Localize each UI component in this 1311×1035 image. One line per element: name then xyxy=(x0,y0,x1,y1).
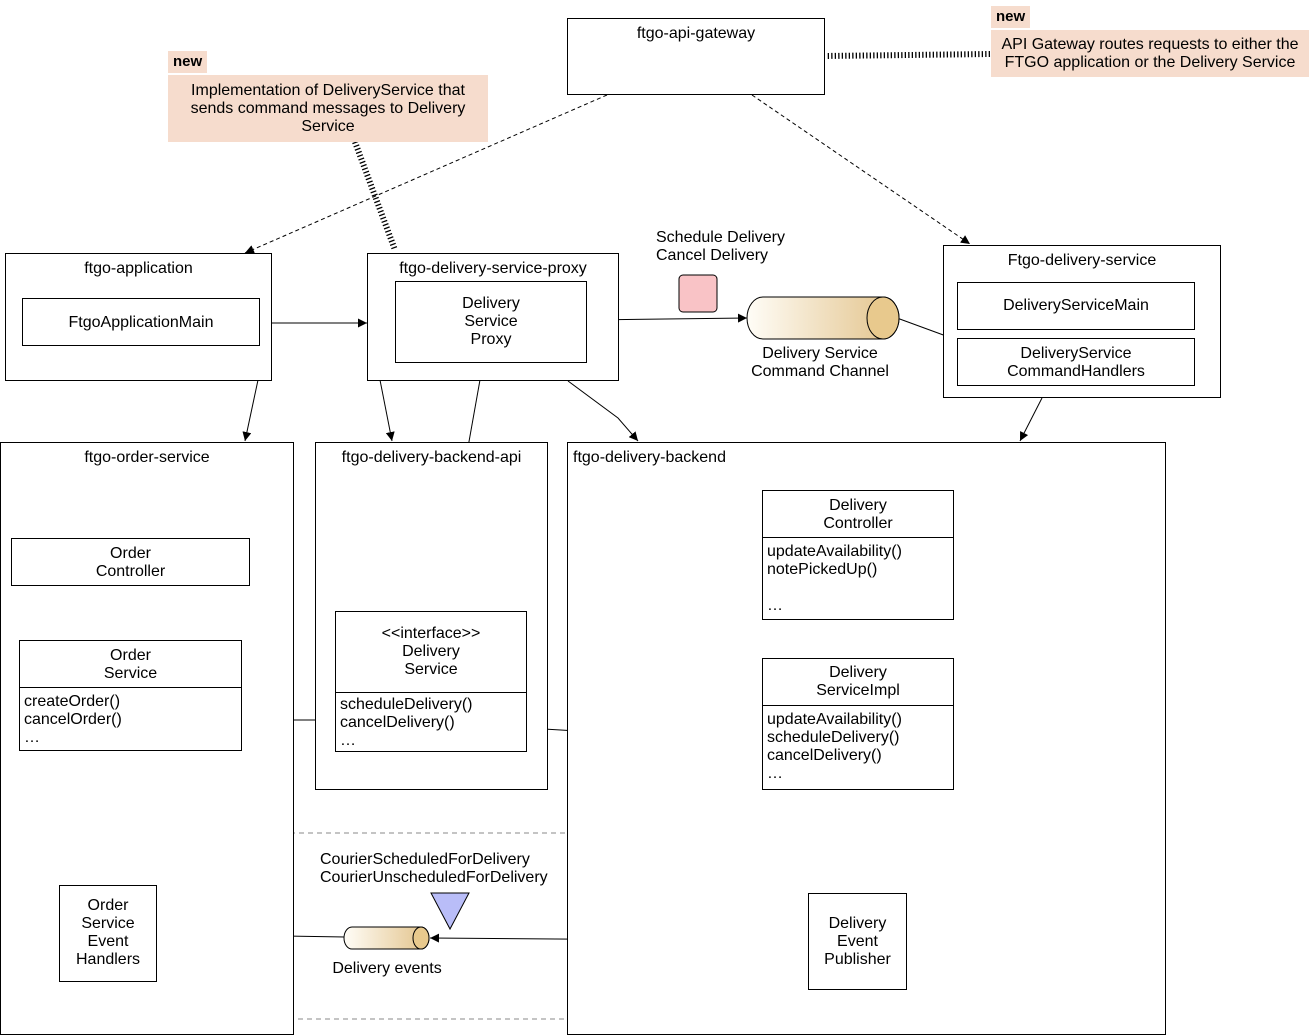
delivery-service-title: Ftgo-delivery-service xyxy=(1007,252,1157,269)
delivery-service-impl-class: Delivery ServiceImpl updateAvailability(… xyxy=(762,658,954,790)
command-channel-icon xyxy=(746,296,900,340)
proxy-note-text: Implementation of DeliveryService that s… xyxy=(190,82,466,135)
gateway-note-text: API Gateway routes requests to either th… xyxy=(1001,36,1299,71)
proxy-note: Implementation of DeliveryService that s… xyxy=(168,75,488,142)
order-service-class-name: Order Service xyxy=(103,647,158,682)
delivery-event-publisher-box: Delivery Event Publisher xyxy=(808,893,907,990)
delivery-service-interface-divider xyxy=(336,692,526,693)
order-event-handlers-box: Order Service Event Handlers xyxy=(59,885,157,982)
delivery-controller-class: Delivery Controller updateAvailability()… xyxy=(762,490,954,620)
command-channel-label: Delivery Service Command Channel xyxy=(751,345,889,380)
command-handlers-label: DeliveryService CommandHandlers xyxy=(1007,345,1145,380)
delivery-controller-methods: updateAvailability() notePickedUp() … xyxy=(767,543,902,614)
gateway-note: API Gateway routes requests to either th… xyxy=(991,30,1309,77)
command-handlers-box: DeliveryService CommandHandlers xyxy=(957,338,1195,386)
delivery-service-interface: <<interface>> Delivery Service scheduleD… xyxy=(335,611,527,752)
delivery-controller-divider xyxy=(763,537,953,538)
delivery-service-main-box: DeliveryServiceMain xyxy=(957,282,1195,330)
delivery-service-to-backend-arrow xyxy=(1019,397,1043,442)
delivery-service-interface-methods: scheduleDelivery() cancelDelivery() … xyxy=(340,696,473,749)
gateway-note-new-tag: new xyxy=(991,6,1031,28)
command-message-icon xyxy=(678,274,718,313)
order-service-class: Order Service createOrder() cancelOrder(… xyxy=(19,640,242,751)
order-service-class-divider xyxy=(20,687,241,688)
command-messages-label: Schedule Delivery Cancel Delivery xyxy=(656,229,785,264)
api-gateway-title: ftgo-api-gateway xyxy=(636,25,756,42)
ftgo-application-main-box: FtgoApplicationMain xyxy=(22,298,260,346)
order-controller-label: Order Controller xyxy=(95,545,166,580)
delivery-service-proxy-class: Delivery Service Proxy xyxy=(395,281,587,363)
proxy-to-backend-api-arrow xyxy=(379,379,395,442)
delivery-service-interface-name: <<interface>> Delivery Service xyxy=(381,625,481,678)
event-message-icon xyxy=(430,892,470,931)
delivery-controller-name: Delivery Controller xyxy=(823,497,893,532)
delivery-service-main-label: DeliveryServiceMain xyxy=(1003,297,1149,314)
app-to-order-service-arrow xyxy=(242,379,259,442)
event-channel-label: Delivery events xyxy=(332,960,442,977)
order-service-methods: createOrder() cancelOrder() … xyxy=(24,693,122,746)
backend-api-module-title: ftgo-delivery-backend-api xyxy=(341,449,522,466)
api-gateway-box: ftgo-api-gateway xyxy=(567,18,825,95)
delivery-event-publisher-label: Delivery Event Publisher xyxy=(824,915,891,968)
ftgo-application-title: ftgo-application xyxy=(84,260,193,277)
proxy-note-new-tag: new xyxy=(168,51,208,73)
event-channel-icon xyxy=(343,926,430,950)
gateway-note-connector xyxy=(825,51,991,59)
delivery-service-impl-methods: updateAvailability() scheduleDelivery() … xyxy=(767,711,902,782)
order-event-handlers-label: Order Service Event Handlers xyxy=(75,897,141,968)
gateway-to-delivery-service-arrow xyxy=(751,94,971,245)
delivery-backend-module-title: ftgo-delivery-backend xyxy=(573,449,726,466)
event-messages-label: CourierScheduledForDelivery CourierUnsch… xyxy=(320,851,548,886)
gateway-to-application-arrow xyxy=(244,94,608,254)
delivery-service-impl-name: Delivery ServiceImpl xyxy=(816,664,900,699)
delivery-service-proxy-title: ftgo-delivery-service-proxy xyxy=(399,260,587,277)
ftgo-application-main-label: FtgoApplicationMain xyxy=(68,314,214,331)
order-service-module-title: ftgo-order-service xyxy=(84,449,210,466)
delivery-service-impl-divider xyxy=(763,705,953,706)
order-controller-box: Order Controller xyxy=(11,538,250,586)
delivery-service-proxy-class-label: Delivery Service Proxy xyxy=(462,295,520,348)
proxy-to-backend-arrow xyxy=(567,380,639,442)
